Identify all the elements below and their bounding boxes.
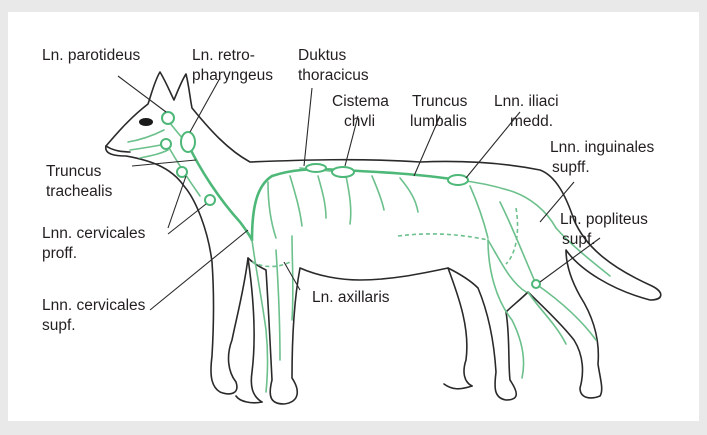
cervical-prof-node-1 (177, 167, 187, 177)
ductus-thoracicus-vessel (252, 169, 458, 240)
label-cistema-line2: chvli (344, 113, 375, 130)
label-ln-retropharyngeus-line2: pharyngeus (192, 67, 273, 84)
label-ln-popliteus-line2: supf. (562, 231, 596, 248)
label-lnn-cervicales-supf-line2: supf. (42, 317, 76, 334)
leader-lines (118, 76, 600, 310)
eye (139, 118, 153, 126)
popliteal-node (532, 280, 540, 288)
retropharyngeal-node (181, 132, 195, 152)
hind-paw-left (444, 384, 472, 389)
label-lnn-cervicales-supf-line1: Lnn. cervicales (42, 297, 146, 314)
label-duktus-line2: thoracicus (298, 67, 369, 84)
lymphatic-system (128, 112, 610, 392)
label-truncus-lumbalis-line2: lumbalis (410, 113, 467, 130)
thoracic-duct-node (306, 164, 326, 172)
fore-leg-inner-contour (248, 258, 262, 402)
label-cistema-line1: Cistema (332, 93, 389, 110)
label-duktus-line1: Duktus (298, 47, 346, 64)
parotid-node (162, 112, 174, 124)
label-lnn-inguinales-line2: supff. (552, 159, 590, 176)
label-truncus-trachealis-line2: trachealis (46, 183, 113, 200)
label-lnn-cervicales-proff-line2: proff. (42, 245, 77, 262)
mouth-line (106, 146, 130, 152)
label-truncus-lumbalis-line1: Truncus (412, 93, 468, 110)
label-lnn-cervicales-proff-line1: Lnn. cervicales (42, 225, 146, 242)
label-ln-parotideus: Ln. parotideus (42, 47, 140, 64)
cisterna-chyli-node (332, 167, 354, 177)
label-truncus-trachealis-line1: Truncus (46, 163, 102, 180)
label-lnn-inguinales-line1: Lnn. inguinales (550, 139, 655, 156)
label-lnn-iliaci-line1: Lnn. iliaci (494, 93, 559, 110)
cervical-prof-node-2 (205, 195, 215, 205)
label-lnn-iliaci-line2: medd. (510, 113, 553, 130)
mandibular-node (161, 139, 171, 149)
inguinal-dashed (398, 234, 488, 240)
label-ln-retropharyngeus-line1: Ln. retro- (192, 47, 255, 64)
label-ln-axillaris: Ln. axillaris (312, 289, 390, 306)
iliac-node (448, 175, 468, 185)
hind-leg-inner-contour (448, 268, 472, 386)
label-ln-popliteus-line1: Ln. popliteus (560, 211, 648, 228)
